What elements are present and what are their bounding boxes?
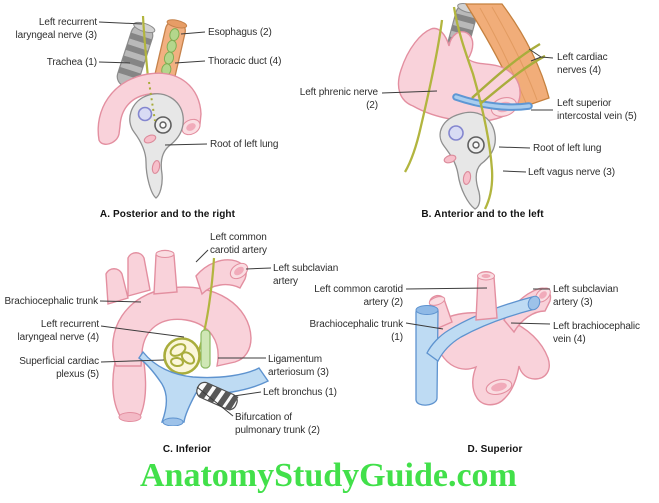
label-superficial-cardiac-plexus: Superficial cardiac plexus (5) <box>19 356 99 380</box>
label-left-subclavian-artery-d: Left subclavian artery (3) <box>553 284 619 308</box>
intercostal-vein-band <box>452 93 533 111</box>
label-brachiocephalic-trunk-d: Brachiocephalic trunk (1) <box>309 319 403 343</box>
watermark-anatomystudyguide: AnatomyStudyGuide.com <box>140 457 517 494</box>
label-left-bronchus: Left bronchus (1) <box>263 387 337 398</box>
cardiac-plexus-ring <box>163 337 201 375</box>
esophagus-band <box>464 3 550 109</box>
caption-panel-d: D. Superior <box>467 444 523 455</box>
label-esophagus: Esophagus (2) <box>208 27 272 38</box>
caption-panel-c: C. Inferior <box>162 444 212 455</box>
label-left-vagus-nerve: Left vagus nerve (3) <box>528 167 615 178</box>
label-left-phrenic-nerve: Left phrenic nerve (2) <box>299 87 378 111</box>
brachiocephalic-vein-band <box>415 295 541 406</box>
panel-d-illustration-superior-view <box>415 271 552 406</box>
caption-panel-a: A. Posterior and to the right <box>99 209 236 220</box>
label-left-recurrent-laryngeal-nerve: Left recurrent laryngeal nerve (3) <box>15 17 98 41</box>
label-left-superior-intercostal-vein: Left superior intercostal vein (5) <box>557 98 637 122</box>
label-bifurcation-of-pulmonary-trunk: Bifurcation of pulmonary trunk (2) <box>235 412 320 436</box>
caption-panel-b: B. Anterior and to the left <box>421 209 544 220</box>
label-ligamentum-arteriosum: Ligamentum arteriosum (3) <box>268 354 329 378</box>
panel-a-illustration-posterior-view <box>97 15 202 199</box>
label-left-cardiac-nerves: Left cardiac nerves (4) <box>557 52 608 76</box>
label-trachea: Trachea (1) <box>46 57 97 68</box>
vagus-nerve-line <box>452 6 494 210</box>
panel-b-illustration-anterior-view <box>397 3 550 210</box>
label-root-of-left-lung-b: Root of left lung <box>533 143 602 154</box>
lung-root <box>129 93 184 199</box>
label-brachiocephalic-trunk-c: Brachiocephalic trunk <box>4 296 98 307</box>
label-thoracic-duct: Thoracic duct (4) <box>208 56 282 67</box>
label-left-recurrent-laryngeal-nerve-c: Left recurrent laryngeal nerve (4) <box>17 319 100 343</box>
label-root-of-left-lung-a: Root of left lung <box>210 139 279 150</box>
phrenic-nerve-line <box>404 19 444 173</box>
label-left-common-carotid-artery-d: Left common carotid artery (2) <box>314 284 403 308</box>
label-left-brachiocephalic-vein: Left brachiocephalic vein (4) <box>553 321 640 345</box>
label-left-common-carotid-artery-c: Left common carotid artery <box>210 232 267 256</box>
aortic-arch-inferior <box>105 249 252 422</box>
aortic-arch-anterior <box>397 27 521 123</box>
ligamentum-band <box>200 329 211 369</box>
recurrent-laryngeal-nerve-line <box>141 15 150 79</box>
panel-c-illustration-inferior-view <box>105 249 270 426</box>
label-left-subclavian-artery-c: Left subclavian artery <box>273 263 339 287</box>
